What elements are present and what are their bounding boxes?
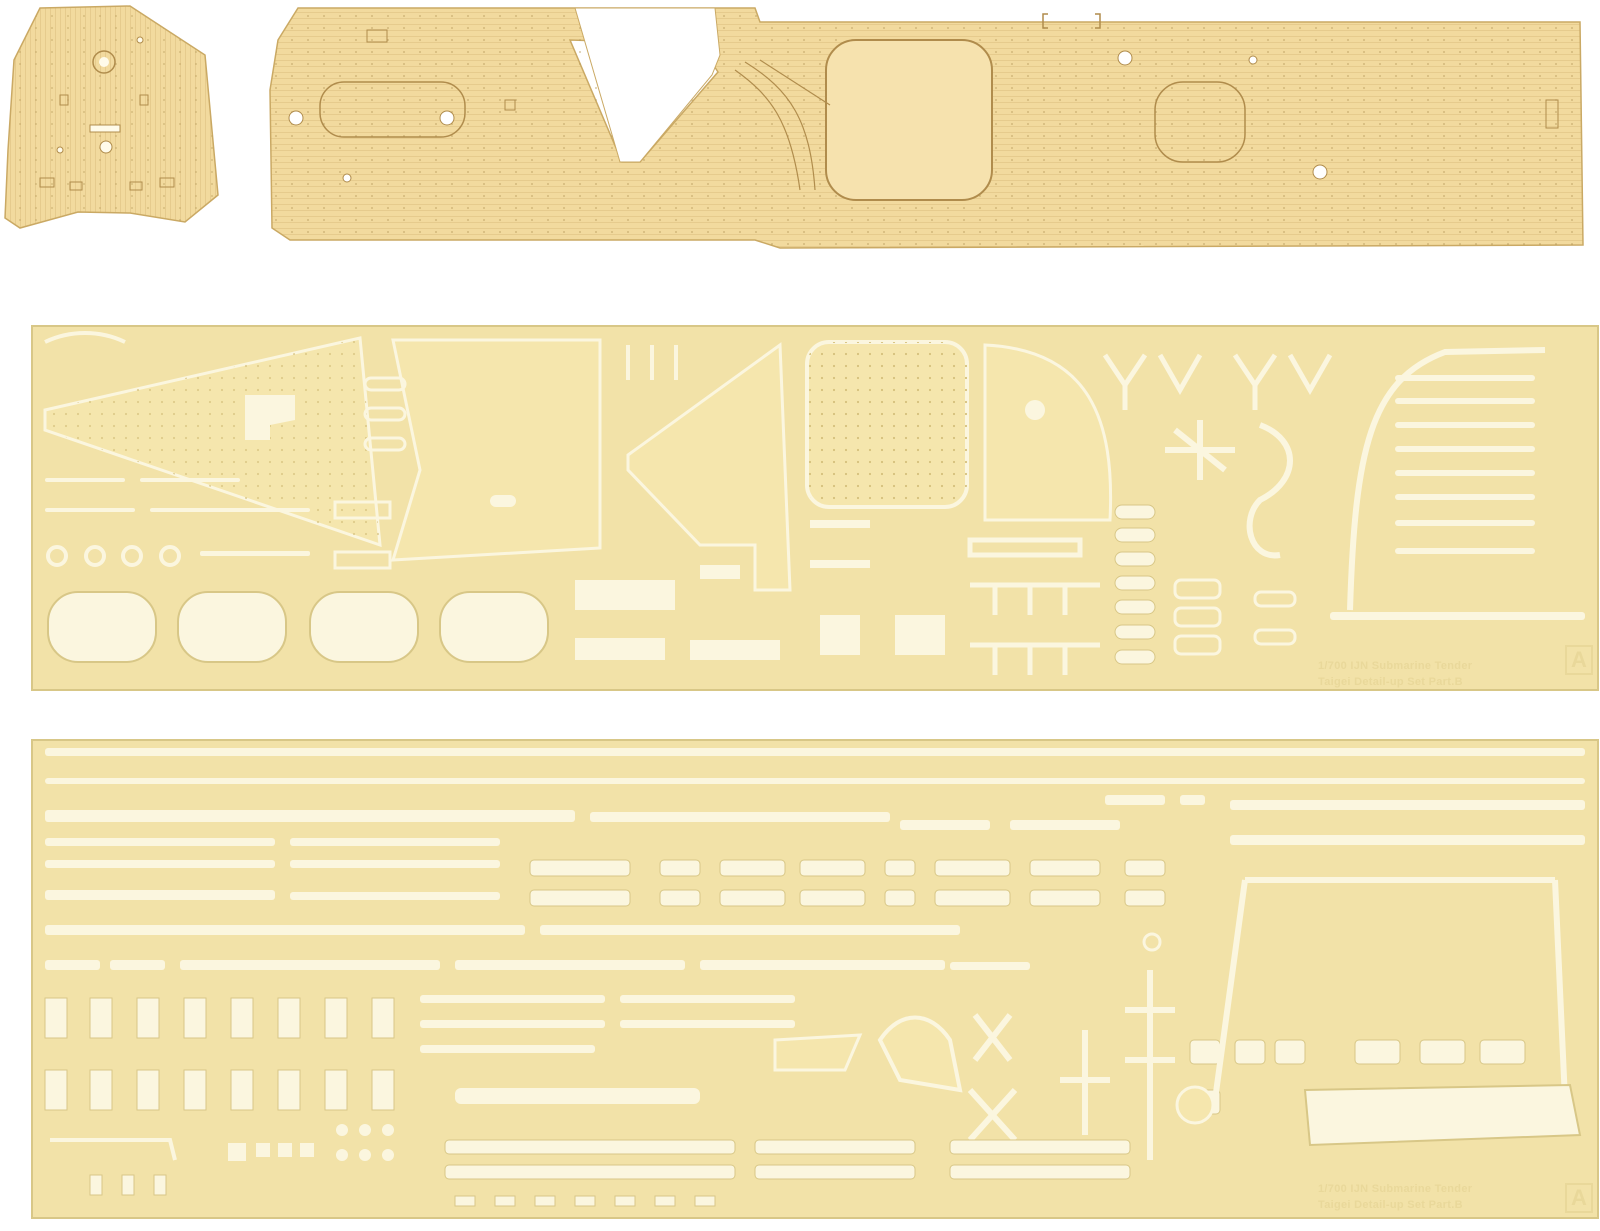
photo-etch-sheet-1 bbox=[31, 325, 1599, 691]
photo-etch-sheet-2 bbox=[31, 739, 1599, 1219]
sheet1-label-line2: Taigei Detail-up Set Part.B bbox=[1318, 676, 1463, 688]
wood-deck-bow-piece bbox=[4, 5, 219, 229]
sheet1-logo-icon: A bbox=[1565, 645, 1593, 675]
sheet2-label-line2: Taigei Detail-up Set Part.B bbox=[1318, 1199, 1463, 1211]
sheet1-label-line1: 1/700 IJN Submarine Tender bbox=[1318, 660, 1473, 672]
wood-deck-main-piece bbox=[269, 7, 1584, 249]
sheet2-label-line1: 1/700 IJN Submarine Tender bbox=[1318, 1183, 1473, 1195]
sheet2-logo-icon: A bbox=[1565, 1183, 1593, 1213]
